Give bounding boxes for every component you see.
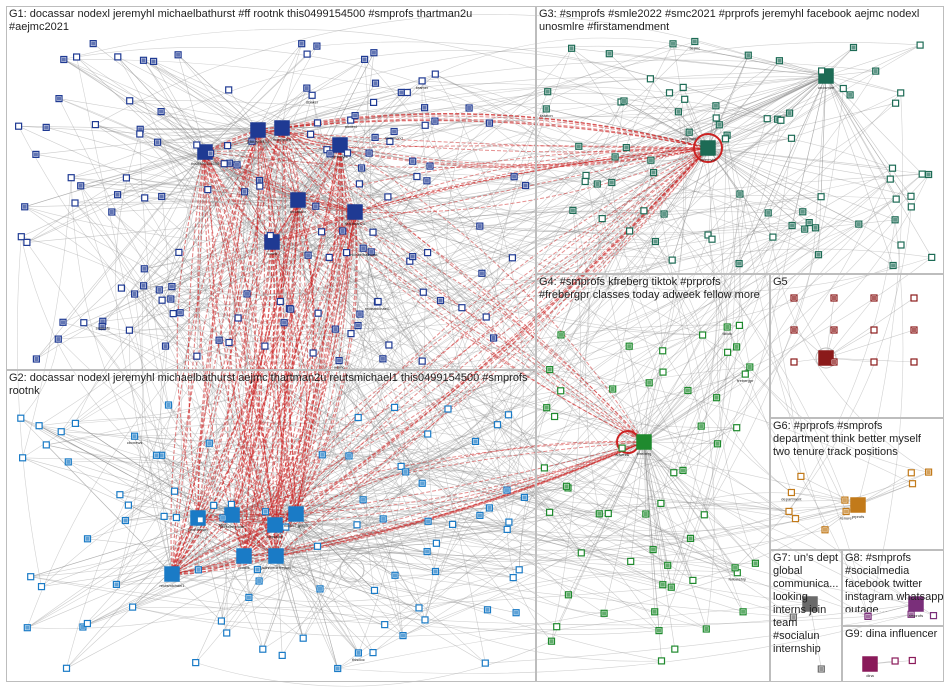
group-label-g8: G8: #smprofs #socialmedia facebook twitt… (845, 552, 945, 612)
group-label-g4: G4: #smprofs kfreberg tiktok #prprofs #f… (539, 276, 765, 302)
group-panel-g1 (6, 6, 536, 370)
group-label-g9: G9: dina influencer (845, 628, 945, 641)
group-label-g5: G5 (773, 276, 813, 289)
group-panel-g2 (6, 370, 536, 682)
group-panel-g5 (770, 274, 944, 418)
group-panel-g4 (536, 274, 770, 682)
group-label-g7: G7: un's dept global communica... lookin… (773, 552, 841, 656)
group-label-g3: G3: #smprofs #smle2022 #smc2021 #prprofs… (539, 8, 935, 34)
group-label-g6: G6: #prprofs #smprofs department think b… (773, 420, 941, 459)
group-label-g1: G1: docassar nodexl jeremyhl michaelbath… (9, 8, 529, 34)
group-panel-g3 (536, 6, 944, 274)
group-label-g2: G2: docassar nodexl jeremyhl michaelbath… (9, 372, 529, 398)
